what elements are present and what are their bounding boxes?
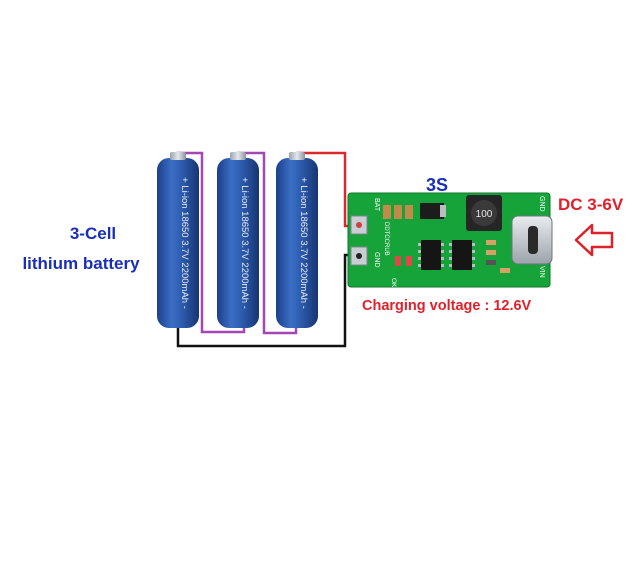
input-voltage-label: DC 3-6V [558,195,624,214]
battery-cell-3: + Li-ion 18650 3.7V 2200mAh - [276,152,318,328]
pin-bat-label: BAT [373,198,380,212]
capacitor-2 [394,205,402,219]
charger-board: BAT GND DDTCCRUB 100 OK CR [347,192,553,299]
brand-label: DDTCCRUB [383,222,389,256]
battery-cell-2: + Li-ion 18650 3.7V 2200mAh - [217,152,259,328]
ic-chip-2 [452,240,472,270]
ic-chip-1 [421,240,441,270]
board-title: 3S [426,175,449,195]
battery-cell-1: + Li-ion 18650 3.7V 2200mAh - [157,152,199,328]
led-cr [406,256,412,266]
pin-gnd-left-label: GND [373,252,380,268]
led-ok [395,256,401,266]
inductor-marking: 100 [476,209,493,220]
battery-cell-2-text: + Li-ion 18650 3.7V 2200mAh - [239,177,250,309]
battery-cell-3-text: + Li-ion 18650 3.7V 2200mAh - [298,177,309,309]
wire-group [176,151,363,348]
battery-cell-1-text: + Li-ion 18650 3.7V 2200mAh - [179,177,190,309]
input-arrow-icon [574,223,614,257]
charging-voltage-label: Charging voltage : 12.6V [362,298,532,314]
diode-component [420,203,444,219]
pin-vin-label: VIN [538,266,545,278]
battery-label-line1: 3-Cell [69,224,117,243]
led-labels: OK CR [390,278,397,299]
capacitor-1 [383,205,391,219]
battery-label-line2: lithium battery [22,254,140,273]
capacitor-3 [405,205,413,219]
pin-gnd-right-label: GND [538,196,545,212]
